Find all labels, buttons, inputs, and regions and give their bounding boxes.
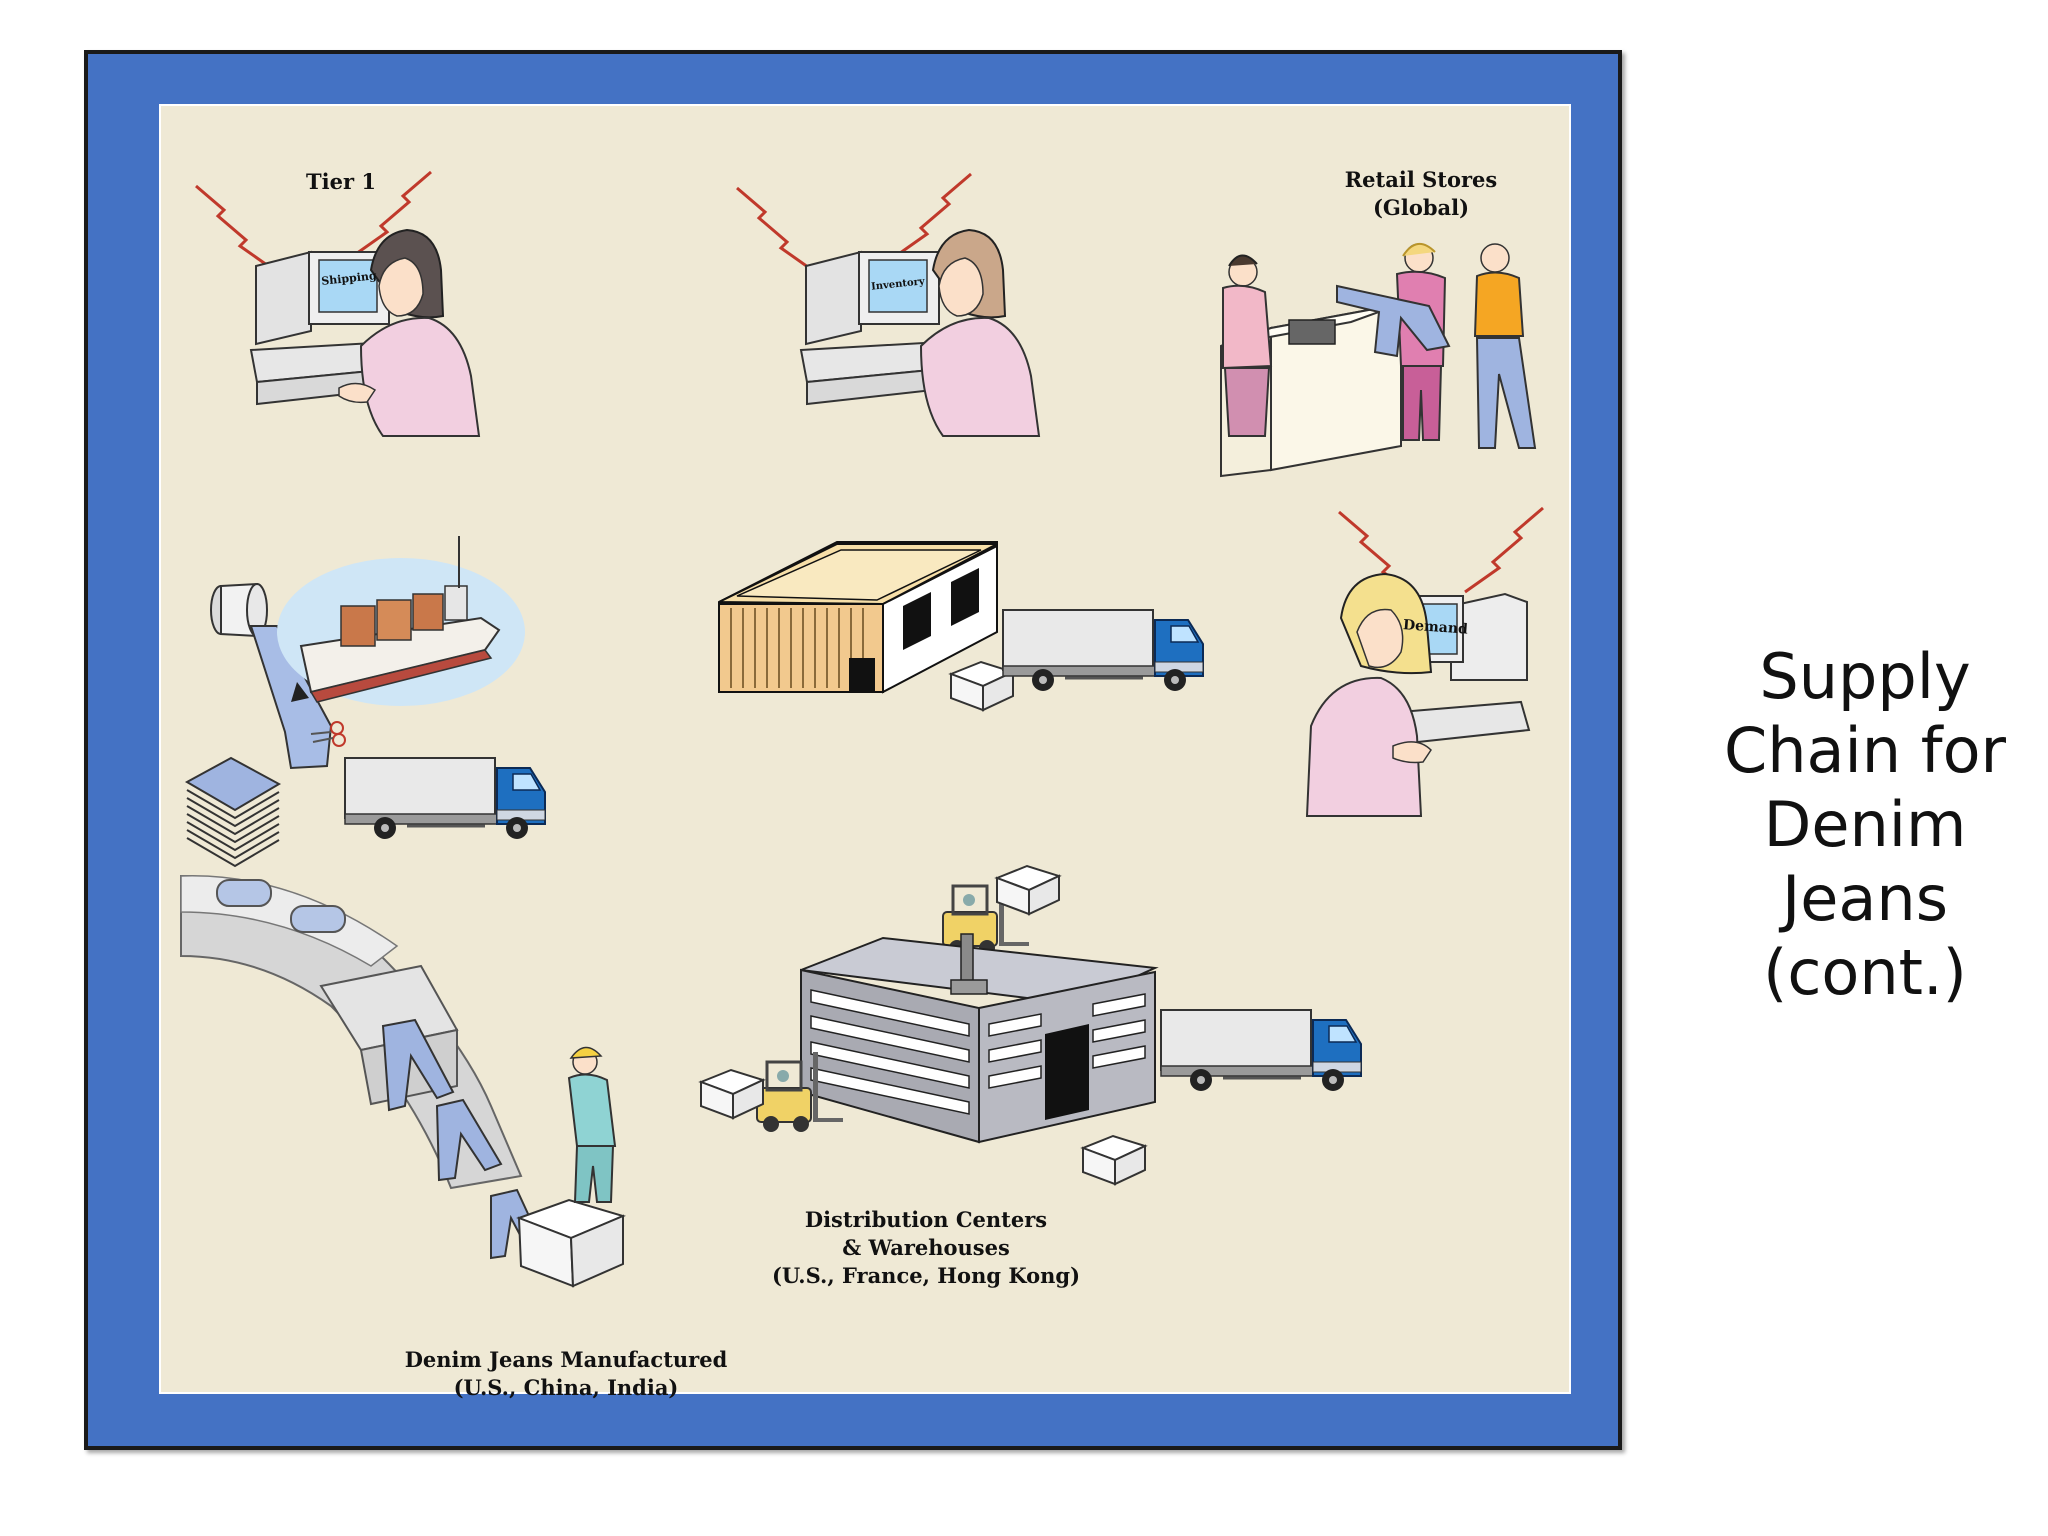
slide-title: Supply Chain for Denim Jeans (cont.): [1690, 640, 2040, 1010]
delivery-truck-left: [343, 756, 547, 841]
title-line-3: Denim: [1763, 788, 1967, 861]
fabric-cutting-scene: [184, 582, 346, 868]
retail-stores-label: Retail Stores (Global): [1311, 166, 1531, 222]
distribution-line1: Distribution Centers: [804, 1207, 1048, 1232]
diagram-panel: Shipping Inventory Demand Tier 1 Retail …: [159, 104, 1571, 1400]
shipping-workstation: [194, 170, 481, 437]
manufacturing-conveyor: [180, 874, 626, 1288]
title-line-1: Supply: [1759, 640, 1971, 713]
denim-manufactured-label: Denim Jeans Manufactured (U.S., China, I…: [401, 1346, 731, 1402]
retail-stores-line2: (Global): [1372, 195, 1470, 220]
manufactured-line1: Denim Jeans Manufactured: [404, 1347, 728, 1372]
title-line-5: (cont.): [1763, 936, 1967, 1009]
title-line-4: Jeans: [1781, 862, 1949, 935]
manufactured-line2: (U.S., China, India): [453, 1375, 679, 1400]
diagram-frame: Shipping Inventory Demand Tier 1 Retail …: [84, 50, 1622, 1450]
supply-chain-illustration: [180, 170, 1545, 1288]
tier1-label: Tier 1: [306, 169, 376, 194]
distribution-centers-label: Distribution Centers & Warehouses (U.S.,…: [761, 1206, 1091, 1290]
inventory-workstation: [735, 172, 1041, 437]
distribution-line2: & Warehouses: [842, 1235, 1010, 1260]
retail-stores-line1: Retail Stores: [1344, 167, 1498, 192]
cargo-ship: [277, 536, 525, 706]
retail-store-scene: [1220, 243, 1537, 478]
distribution-center: [700, 865, 1363, 1185]
warehouse-building: [718, 541, 1205, 711]
demand-workstation: [1305, 506, 1545, 817]
demand-screen-label: Demand: [1402, 617, 1469, 638]
title-line-2: Chain for: [1723, 714, 2007, 787]
distribution-line3: (U.S., France, Hong Kong): [771, 1263, 1081, 1288]
